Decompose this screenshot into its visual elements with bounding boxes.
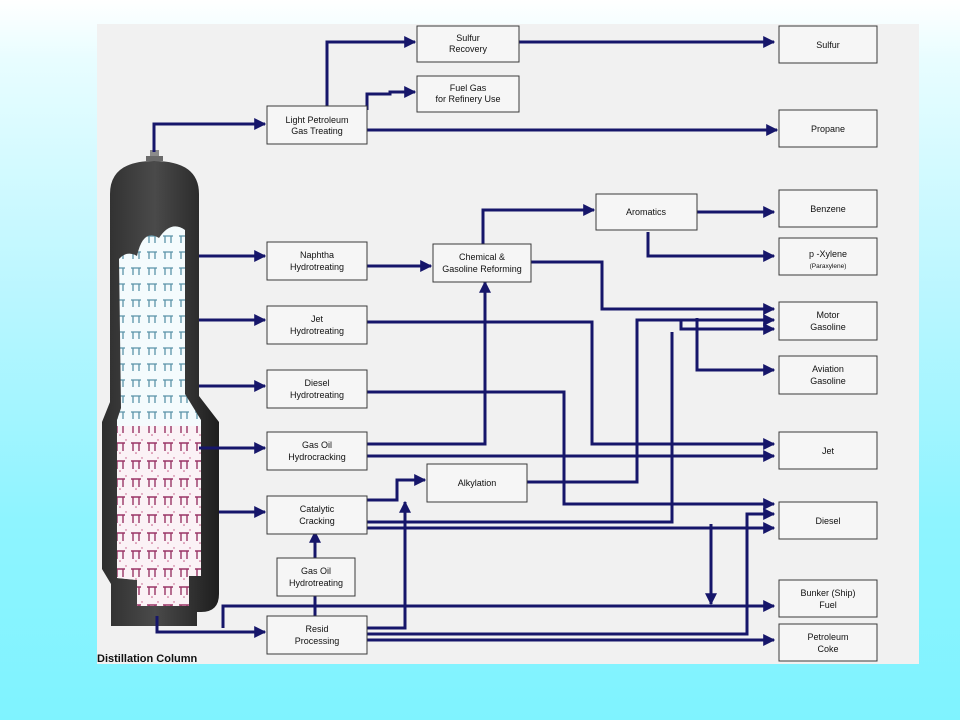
flow-to-fuel-gas (365, 86, 417, 110)
flow-hydrocracking-to-reforming (367, 280, 491, 446)
product-propane[interactable]: Propane (778, 109, 878, 148)
flow-lines (152, 36, 779, 646)
flow-cat-cracking-to-alkylation (367, 474, 427, 502)
svg-text:Processing: Processing (295, 636, 340, 646)
unit-light-petroleum-gas-treating[interactable]: Light Petroleum Gas Treating (266, 105, 368, 145)
flow-diesel-hydrotreating-to-diesel (367, 390, 776, 510)
product-p-xylene[interactable]: p -Xylene (Paraxylene) (778, 237, 878, 276)
svg-text:Catalytic: Catalytic (300, 504, 335, 514)
product-aviation-gasoline[interactable]: Aviation Gasoline (778, 355, 878, 395)
svg-text:Gasoline: Gasoline (810, 322, 846, 332)
product-sulfur[interactable]: Sulfur (778, 25, 878, 64)
flow-resid-to-diesel (367, 508, 776, 636)
svg-text:Fuel: Fuel (819, 600, 837, 610)
distillation-column-caption: Distillation Column (97, 653, 198, 664)
flow-to-bunker-fuel (221, 600, 776, 628)
product-petroleum-coke[interactable]: Petroleum Coke (778, 623, 878, 662)
svg-text:Motor: Motor (816, 310, 839, 320)
svg-text:Aviation: Aviation (812, 364, 844, 374)
svg-text:Diesel: Diesel (304, 378, 329, 388)
svg-text:Aromatics: Aromatics (626, 207, 667, 217)
svg-text:p -Xylene: p -Xylene (809, 249, 847, 259)
unit-sulfur-recovery[interactable]: Sulfur Recovery (416, 25, 520, 63)
svg-text:Cracking: Cracking (299, 516, 335, 526)
svg-text:Diesel: Diesel (815, 516, 840, 526)
unit-jet-hydrotreating[interactable]: Jet Hydrotreating (266, 305, 368, 345)
flow-jet-hydrotreating-to-jet (367, 320, 776, 450)
flow-reforming-to-aromatics (481, 204, 596, 244)
svg-text:Recovery: Recovery (449, 44, 488, 54)
flow-to-resid-processing (155, 616, 267, 638)
unit-gas-oil-hydrotreating[interactable]: Gas Oil Hydrotreating (276, 557, 356, 597)
flow-reforming-to-motor-gasoline (531, 260, 776, 315)
svg-text:Jet: Jet (822, 446, 835, 456)
column-lower-trays (117, 426, 201, 606)
column-top-nozzle (150, 150, 159, 158)
svg-text:Propane: Propane (811, 124, 845, 134)
refinery-flow-diagram: Distillation Column (97, 25, 878, 664)
flow-resid-to-alkylation (367, 500, 411, 630)
product-jet[interactable]: Jet (778, 431, 878, 470)
svg-text:Naphtha: Naphtha (300, 250, 334, 260)
distillation-column: Distillation Column (97, 150, 219, 664)
flow-to-sulfur-recovery (325, 36, 417, 110)
unit-gas-oil-hydrocracking[interactable]: Gas Oil Hydrocracking (266, 431, 368, 471)
product-bunker-ship-fuel[interactable]: Bunker (Ship) Fuel (778, 579, 878, 618)
flow-cat-cracking-to-gasoline-riser (367, 332, 674, 524)
flow-column-to-light-gas (152, 118, 267, 152)
unit-aromatics[interactable]: Aromatics (595, 193, 698, 231)
svg-text:Benzene: Benzene (810, 204, 846, 214)
svg-text:Jet: Jet (311, 314, 324, 324)
flow-motor-gasoline-branch (679, 320, 776, 335)
svg-text:Hydrocracking: Hydrocracking (288, 452, 346, 462)
flow-alkylation-to-motor-gasoline (527, 314, 776, 484)
svg-text:Hydrotreating: Hydrotreating (290, 262, 344, 272)
unit-alkylation[interactable]: Alkylation (426, 463, 528, 503)
refinery-diagram-panel: Distillation Column (97, 24, 919, 664)
svg-text:Resid: Resid (305, 624, 328, 634)
svg-text:for Refinery Use: for Refinery Use (435, 94, 500, 104)
svg-text:Sulfur: Sulfur (456, 33, 480, 43)
svg-text:Bunker (Ship): Bunker (Ship) (800, 588, 855, 598)
unit-diesel-hydrotreating[interactable]: Diesel Hydrotreating (266, 369, 368, 409)
svg-text:Hydrotreating: Hydrotreating (289, 578, 343, 588)
product-motor-gasoline[interactable]: Motor Gasoline (778, 301, 878, 341)
svg-text:Sulfur: Sulfur (816, 40, 840, 50)
svg-text:Gasoline Reforming: Gasoline Reforming (442, 264, 522, 274)
svg-text:Coke: Coke (817, 644, 838, 654)
svg-text:Gas Oil: Gas Oil (302, 440, 332, 450)
unit-naphtha-hydrotreating[interactable]: Naphtha Hydrotreating (266, 241, 368, 281)
flow-to-aviation-gasoline (695, 318, 776, 376)
svg-text:Chemical &: Chemical & (459, 252, 505, 262)
unit-catalytic-cracking[interactable]: Catalytic Cracking (266, 495, 368, 535)
svg-text:Petroleum: Petroleum (807, 632, 848, 642)
svg-text:Fuel Gas: Fuel Gas (450, 83, 487, 93)
svg-text:Gas Oil: Gas Oil (301, 566, 331, 576)
unit-fuel-gas[interactable]: Fuel Gas for Refinery Use (416, 75, 520, 113)
svg-text:Hydrotreating: Hydrotreating (290, 326, 344, 336)
unit-resid-processing[interactable]: Resid Processing (266, 615, 368, 655)
unit-chemical-gasoline-reforming[interactable]: Chemical & Gasoline Reforming (432, 243, 532, 283)
svg-text:Light Petroleum: Light Petroleum (285, 115, 348, 125)
product-benzene[interactable]: Benzene (778, 189, 878, 228)
svg-text:(Paraxylene): (Paraxylene) (810, 263, 847, 270)
column-top-flange (146, 156, 163, 161)
svg-text:Gasoline: Gasoline (810, 376, 846, 386)
flow-to-p-xylene (646, 232, 776, 262)
svg-text:Alkylation: Alkylation (458, 478, 497, 488)
svg-text:Hydrotreating: Hydrotreating (290, 390, 344, 400)
product-diesel[interactable]: Diesel (778, 501, 878, 540)
svg-text:Gas Treating: Gas Treating (291, 126, 343, 136)
